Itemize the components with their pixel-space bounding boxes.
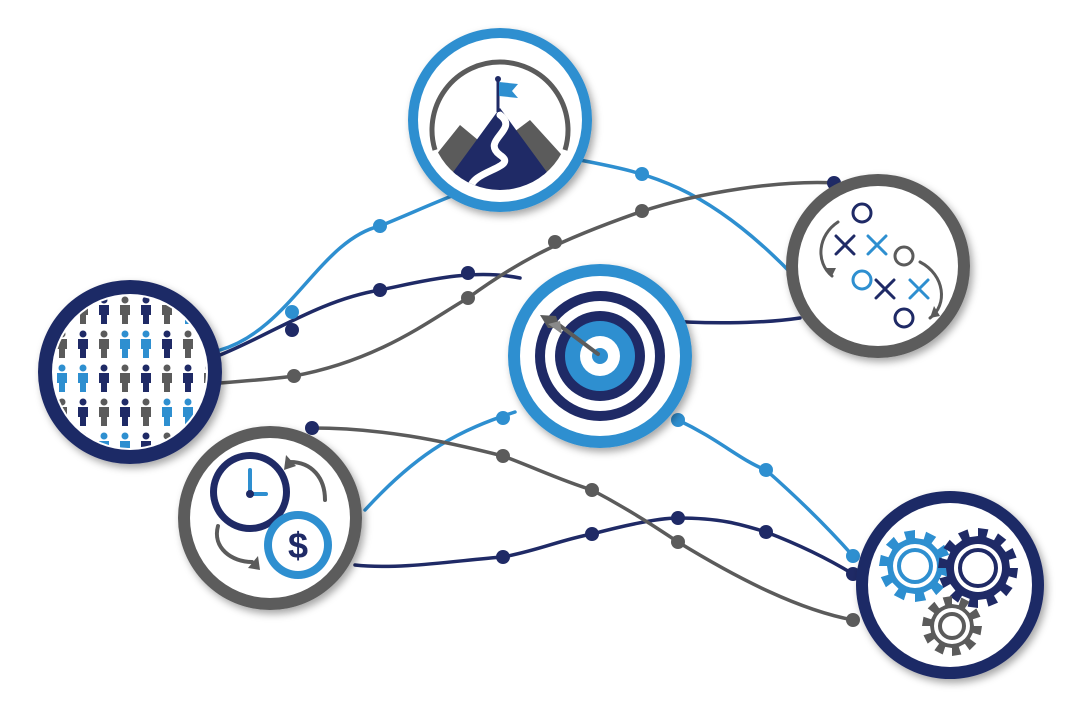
person-figure xyxy=(99,364,109,392)
dollar-sign: $ xyxy=(288,525,308,566)
person-figure xyxy=(99,330,109,358)
connector-timemoney-to-gears-navy xyxy=(353,516,855,576)
connector-dot xyxy=(373,219,387,233)
connector-people-to-mountain xyxy=(218,178,502,352)
connector-dot xyxy=(496,449,510,463)
connector-timemoney-to-gears-gray xyxy=(310,426,855,622)
people-crowd-icon xyxy=(57,296,206,448)
connector-dot xyxy=(635,204,649,218)
connector-dot xyxy=(759,463,773,477)
connector-dot xyxy=(496,411,510,425)
person-figure xyxy=(99,398,109,426)
person-figure xyxy=(120,296,130,324)
person-figure xyxy=(141,364,151,392)
connector-dot xyxy=(373,283,387,297)
node-process-gears[interactable] xyxy=(856,491,1044,679)
person-figure xyxy=(141,398,151,426)
connector-dot xyxy=(285,305,299,319)
person-figure xyxy=(141,330,151,358)
person-figure xyxy=(120,330,130,358)
tic-tac-toe-strategy-icon xyxy=(819,202,943,329)
person-figure xyxy=(183,330,193,358)
clock-dollar-icon: $ xyxy=(210,452,332,579)
person-figure xyxy=(78,330,88,358)
connector-dot xyxy=(671,535,685,549)
connector-dot xyxy=(461,291,475,305)
gear-navy xyxy=(938,528,1018,608)
gears-icon xyxy=(879,528,1018,656)
connector-dot xyxy=(635,167,649,181)
gear-gray xyxy=(922,596,982,656)
connector-dot xyxy=(846,613,860,627)
person-figure xyxy=(183,364,193,392)
mountain-flag-icon xyxy=(429,59,571,190)
connector-dot xyxy=(759,525,773,539)
connector-dot xyxy=(461,266,475,280)
connector-dot xyxy=(671,511,685,525)
connector-dot xyxy=(285,323,299,337)
person-figure xyxy=(162,364,172,392)
connector-dot xyxy=(496,550,510,564)
connector-dot xyxy=(548,235,562,249)
connector-dot xyxy=(585,483,599,497)
connector-mountain-to-strategy xyxy=(578,158,792,274)
target-arrow-icon xyxy=(535,291,665,421)
connector-dot xyxy=(287,369,301,383)
person-figure xyxy=(162,330,172,358)
connector-timemoney-to-target xyxy=(363,410,517,512)
connector-dot xyxy=(846,549,860,563)
person-figure xyxy=(57,364,67,392)
person-figure xyxy=(120,364,130,392)
person-figure xyxy=(120,432,130,448)
node-strategy-playbook[interactable] xyxy=(786,174,970,358)
connector-dot xyxy=(671,413,685,427)
person-figure xyxy=(162,398,172,426)
connector-dot xyxy=(585,527,599,541)
gear-blue xyxy=(879,530,951,602)
person-figure xyxy=(141,296,151,324)
person-figure xyxy=(78,364,88,392)
person-figure xyxy=(120,398,130,426)
connector-dot xyxy=(305,421,319,435)
person-figure xyxy=(78,398,88,426)
connector-dots xyxy=(285,167,860,627)
